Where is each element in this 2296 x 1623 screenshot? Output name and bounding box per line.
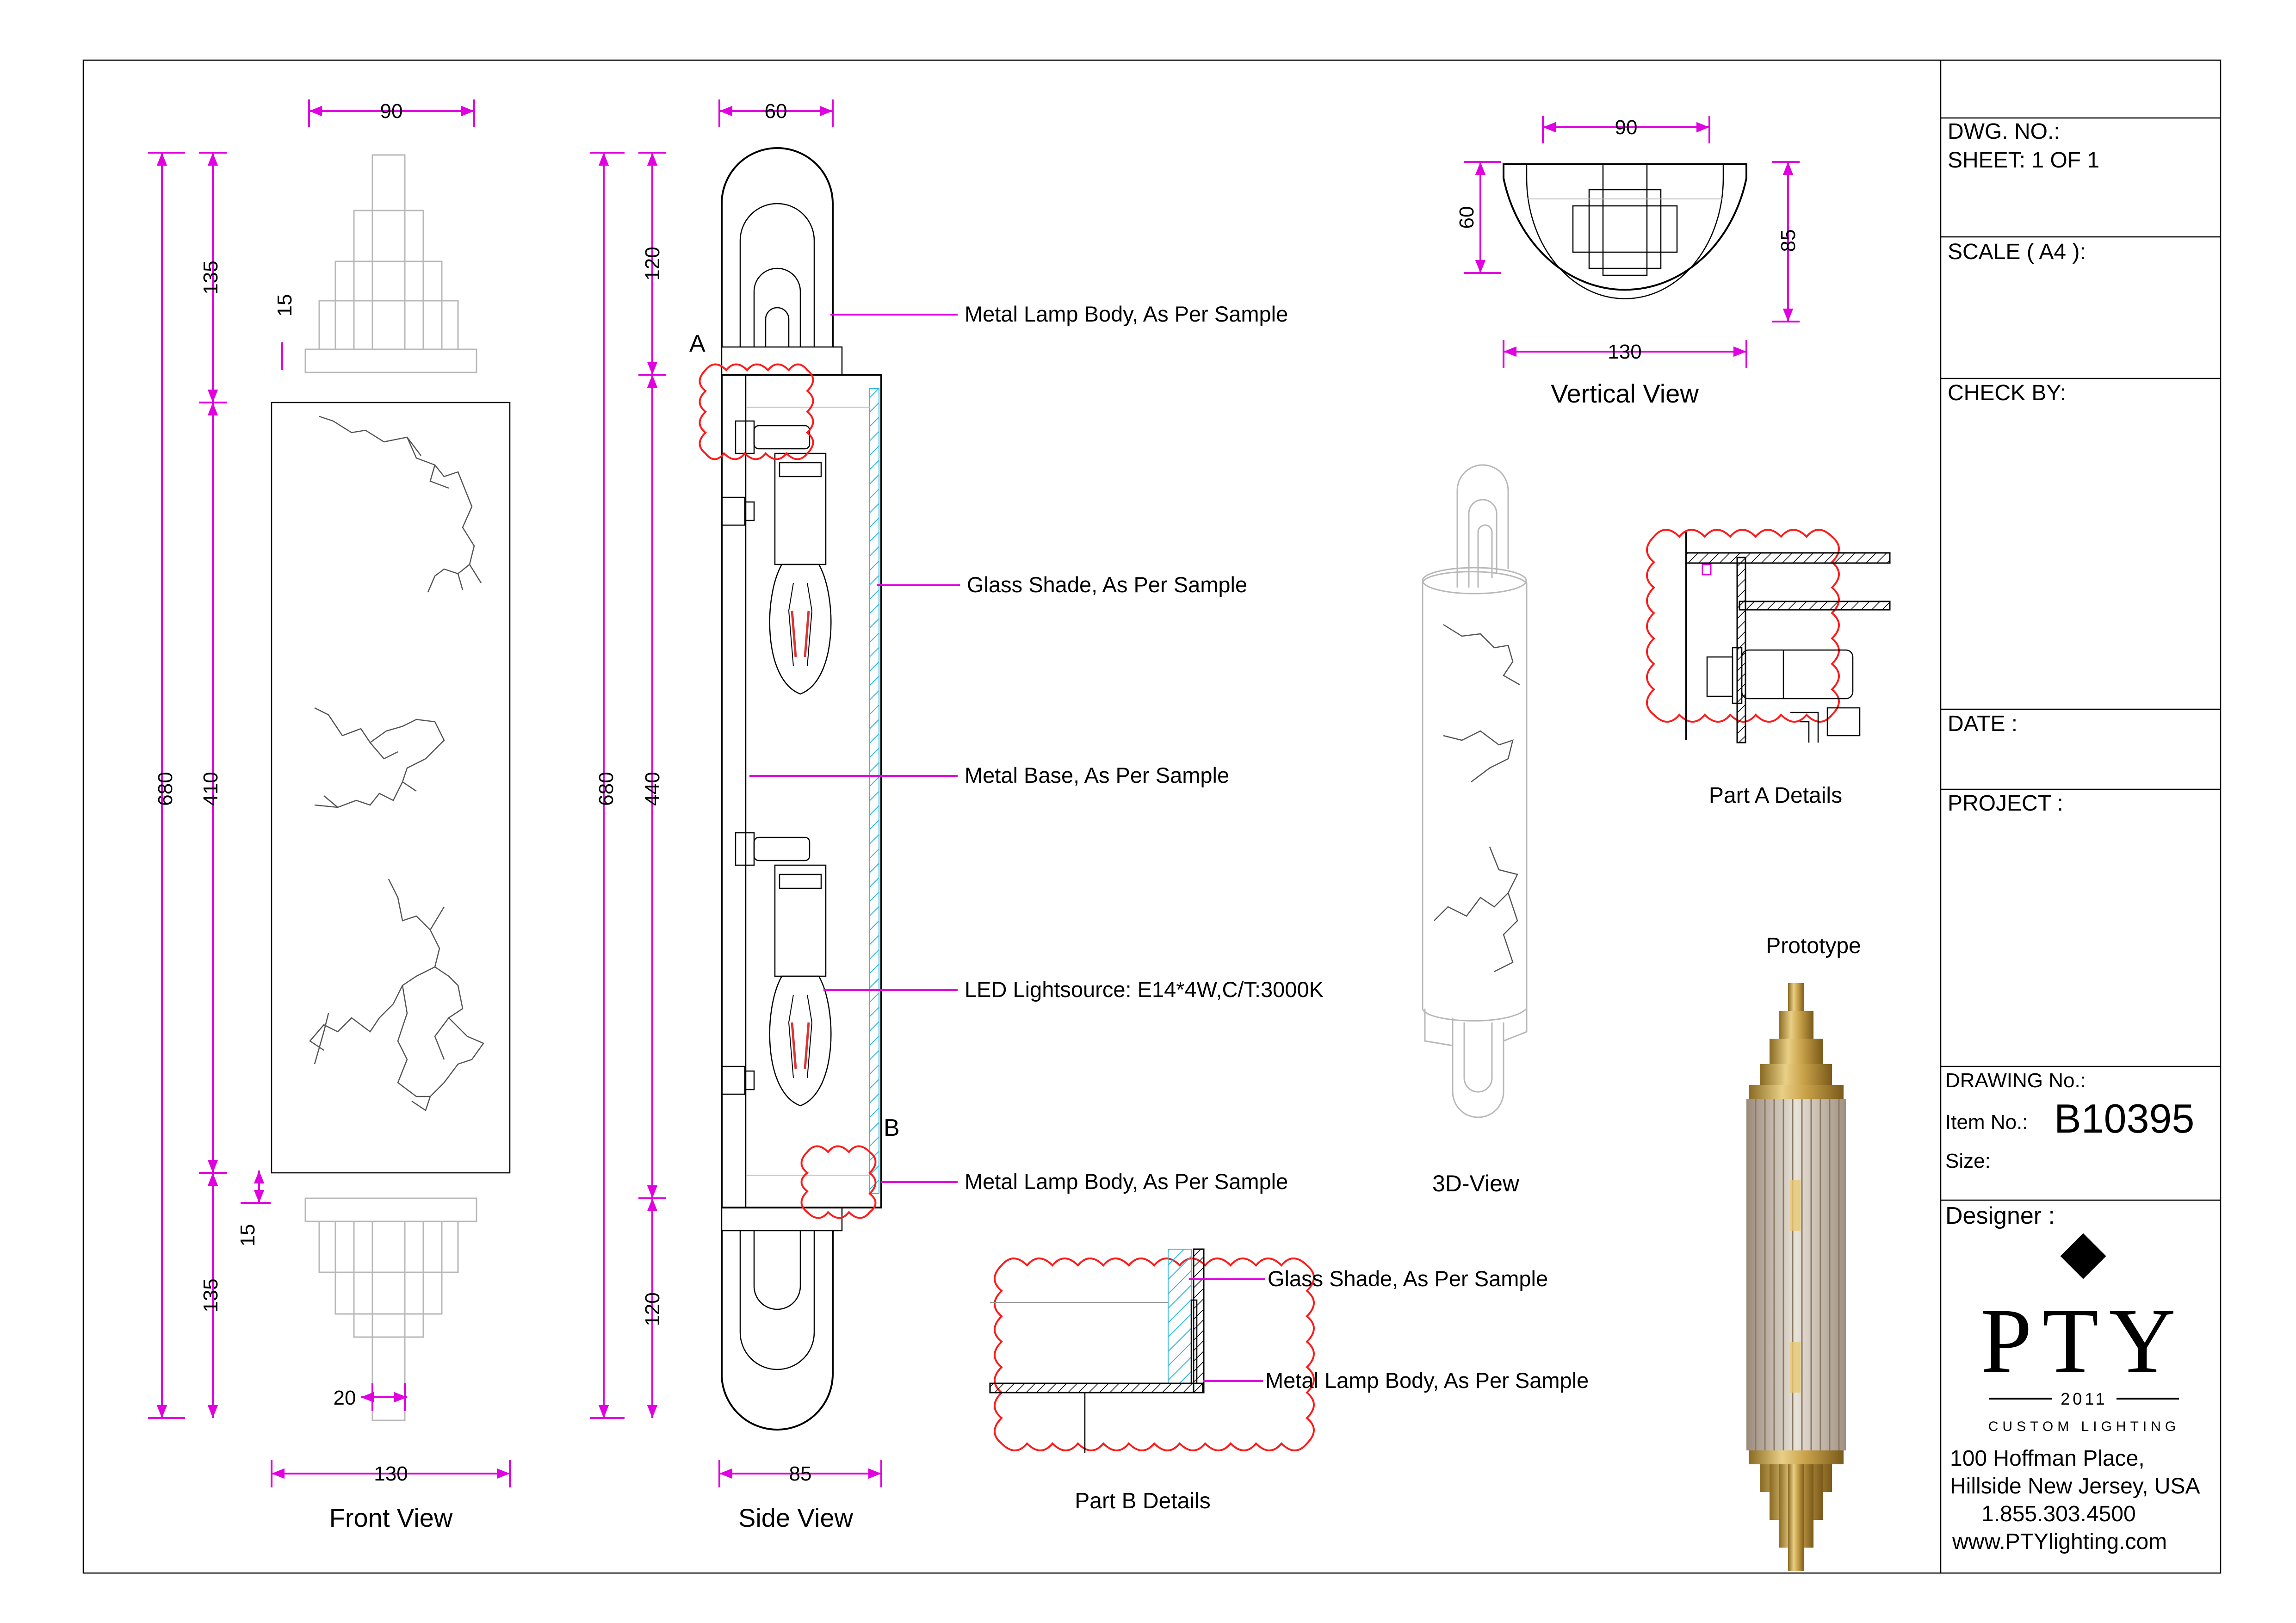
item-no-label: Item No.: xyxy=(1945,1111,2028,1134)
side-dim-bottom: 120 xyxy=(641,1292,664,1326)
phone-number: 1.855.303.4500 xyxy=(1981,1502,2136,1526)
project-label: PROJECT : xyxy=(1948,791,2063,816)
vertical-dim-width: 90 xyxy=(1615,116,1638,139)
side-dim-top: 120 xyxy=(641,247,664,280)
front-bottom-base xyxy=(304,1197,477,1421)
part-b-details: Glass Shade, As Per Sample Metal Lamp Bo… xyxy=(989,1248,1589,1513)
detail-cloud-b xyxy=(800,1145,877,1219)
side-dim-overall: 680 xyxy=(595,772,618,805)
date-label: DATE : xyxy=(1948,712,2018,736)
three-d-view-title: 3D-View xyxy=(1432,1171,1520,1196)
marker-b: B xyxy=(884,1115,900,1141)
website-link[interactable]: www.PTYlighting.com xyxy=(1952,1530,2167,1554)
prototype-title: Prototype xyxy=(1766,934,1861,958)
sheet-border xyxy=(82,59,2222,1574)
callout-metal-body-top: Metal Lamp Body, As Per Sample xyxy=(965,302,1288,326)
side-dim-top-width: 60 xyxy=(765,100,787,123)
vertical-dim-depth-right: 85 xyxy=(1777,229,1800,252)
front-dim-top-step: 15 xyxy=(273,294,296,317)
side-view: A B 60 680 120 440 120 85 Side View xyxy=(590,99,900,1532)
vertical-dim-depth-left: 60 xyxy=(1455,206,1478,229)
address-line-2: Hillside New Jersey, USA xyxy=(1950,1474,2200,1499)
callouts: Metal Lamp Body, As Per Sample Glass Sha… xyxy=(749,302,1324,1194)
front-dim-top-section: 135 xyxy=(199,260,222,294)
vertical-dim-base-width: 130 xyxy=(1608,341,1641,363)
scale-label: SCALE ( A4 ): xyxy=(1948,240,2086,264)
front-dim-middle: 410 xyxy=(199,772,222,805)
front-top-crown xyxy=(304,154,477,373)
front-view-title: Front View xyxy=(329,1503,453,1532)
check-by-label: CHECK BY: xyxy=(1948,381,2066,405)
callout-metal-body-bottom: Metal Lamp Body, As Per Sample xyxy=(965,1169,1288,1194)
partb-callout-glass: Glass Shade, As Per Sample xyxy=(1268,1266,1548,1291)
part-a-title: Part A Details xyxy=(1709,783,1842,808)
brand-year: 2011 xyxy=(2061,1389,2107,1408)
callout-metal-base: Metal Base, As Per Sample xyxy=(965,763,1229,787)
part-a-details: Part A Details xyxy=(1646,529,1891,808)
vertical-view-title: Vertical View xyxy=(1551,379,1699,408)
item-no-value: B10395 xyxy=(2054,1096,2194,1141)
front-dim-bottom-width: 20 xyxy=(334,1387,356,1409)
detail-cloud-a xyxy=(699,363,814,460)
front-glass-body xyxy=(271,402,511,1174)
brand-logo-text: PTY xyxy=(1980,1290,2186,1392)
designer-label: Designer : xyxy=(1945,1202,2055,1229)
side-dim-middle: 440 xyxy=(641,772,664,805)
brand-tagline: CUSTOM LIGHTING xyxy=(1988,1419,2180,1434)
front-dim-top-width: 90 xyxy=(380,100,403,123)
sheet-label: SHEET: 1 OF 1 xyxy=(1948,148,2099,173)
three-d-view: 3D-View xyxy=(1422,464,1528,1196)
part-b-title: Part B Details xyxy=(1075,1489,1210,1513)
side-bulb-upper xyxy=(735,420,832,695)
front-dim-bottom-step: 15 xyxy=(236,1224,259,1247)
callout-led-source: LED Lightsource: E14*4W,C/T:3000K xyxy=(965,977,1324,1002)
partb-callout-body: Metal Lamp Body, As Per Sample xyxy=(1265,1368,1589,1393)
logo-diamond-icon xyxy=(2060,1233,2106,1279)
front-dim-bottom-section: 135 xyxy=(199,1278,222,1312)
dwg-no-label: DWG. NO.: xyxy=(1948,119,2060,144)
callout-glass-shade: Glass Shade, As Per Sample xyxy=(967,572,1247,597)
front-dim-overall: 680 xyxy=(154,772,177,805)
front-view: 90 680 135 15 410 15 135 20 130 Front Vi… xyxy=(148,99,511,1532)
side-view-title: Side View xyxy=(738,1503,854,1532)
title-block: DWG. NO.: SHEET: 1 OF 1 SCALE ( A4 ): CH… xyxy=(1941,117,2221,1554)
address-line-1: 100 Hoffman Place, xyxy=(1950,1446,2145,1471)
marker-a: A xyxy=(689,330,706,357)
front-dim-body-width: 130 xyxy=(374,1462,408,1485)
side-bulb-lower xyxy=(735,832,832,1107)
side-dim-depth: 85 xyxy=(789,1462,812,1485)
drawing-no-label: DRAWING No.: xyxy=(1945,1069,2086,1092)
prototype-photo: Prototype xyxy=(1746,934,1861,1571)
front-marble-veining xyxy=(309,415,484,1111)
size-label: Size: xyxy=(1945,1150,1991,1172)
vertical-view: 90 60 85 130 Vertical View xyxy=(1455,116,1800,408)
